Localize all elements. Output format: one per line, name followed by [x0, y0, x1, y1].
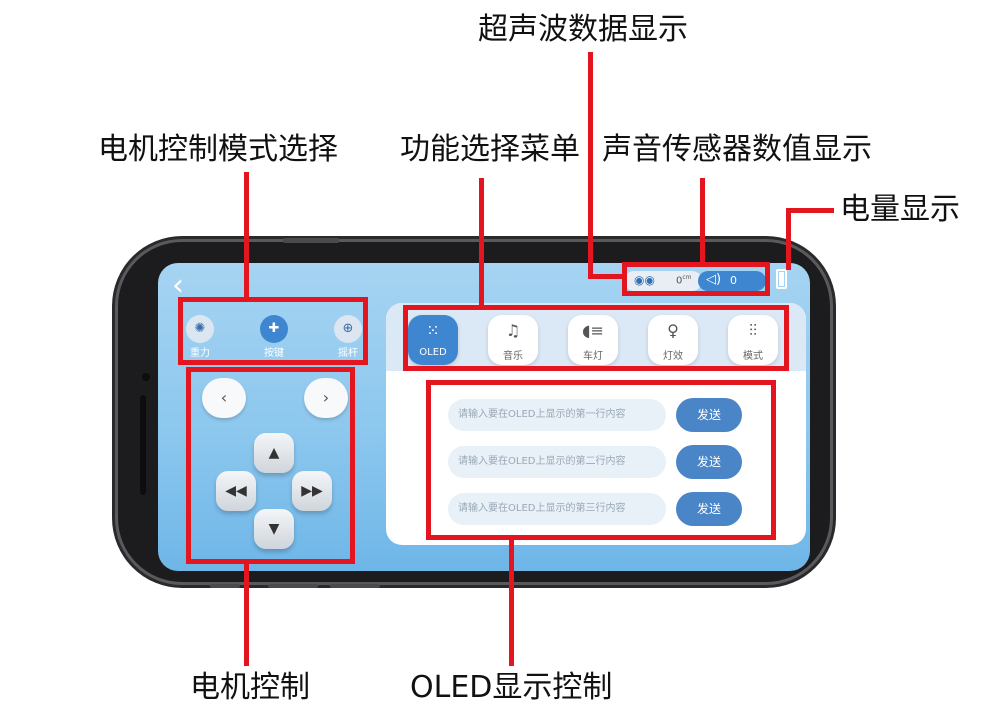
music-note-icon: ♫ — [505, 321, 521, 340]
function-label: 模式 — [743, 351, 763, 362]
phone-side-button — [268, 584, 318, 588]
battery-line-h — [786, 208, 834, 213]
fast-forward-icon: ▶▶ — [301, 483, 323, 499]
annotation-motor-mode: 电机控制模式选择 — [98, 132, 338, 167]
function-headlight[interactable]: ◖≡ 车灯 — [568, 315, 618, 365]
back-button[interactable]: ‹ — [172, 268, 184, 303]
function-mode[interactable]: ⫶⫶ 模式 — [728, 315, 778, 365]
chevron-right-icon: › — [322, 388, 330, 407]
oled-control-highlight — [426, 380, 776, 540]
gamepad-dpad-icon: ✚ — [260, 315, 288, 343]
notch — [140, 395, 146, 495]
function-label: 灯效 — [663, 351, 683, 362]
sensor-highlight — [622, 262, 770, 296]
function-label: 车灯 — [583, 351, 603, 362]
arrow-up-icon: ▲ — [268, 445, 280, 461]
front-camera — [142, 373, 150, 381]
turn-left-button[interactable]: ‹ — [202, 378, 246, 418]
ultrasonic-value: 0 — [676, 275, 683, 287]
mode-label: 按键 — [264, 348, 284, 359]
ultrasonic-display: ◉◉ 0cm — [624, 271, 702, 291]
phone-side-button — [283, 238, 339, 243]
motor-control-highlight — [186, 367, 355, 564]
arrow-down-icon: ▼ — [268, 521, 280, 537]
oled-line — [509, 538, 514, 666]
backward-button[interactable]: ▼ — [254, 509, 294, 549]
app-screen: ‹ ◉◉ 0cm ◁) 0 ✺ 重力 ✚ 按键 ⊕ 摇杆 ‹ › ▲ ◀◀ ▶▶ — [158, 263, 810, 571]
bulb-icon: ♀ — [667, 321, 679, 340]
phone-side-button — [330, 584, 380, 588]
function-music[interactable]: ♫ 音乐 — [488, 315, 538, 365]
annotation-ultrasonic: 超声波数据显示 — [478, 12, 688, 47]
mode-label: 重力 — [190, 348, 210, 359]
oled-line2-input[interactable] — [448, 446, 666, 478]
function-oled[interactable]: ⁙ OLED — [408, 315, 458, 365]
speaker-icon: ◁) — [706, 272, 722, 287]
grid-dots-icon: ⁙ — [426, 321, 440, 340]
motor-mode-highlight — [178, 297, 368, 365]
oled-line1-input[interactable] — [448, 399, 666, 431]
rewind-icon: ◀◀ — [225, 483, 247, 499]
mode-gravity[interactable]: ✺ 重力 — [186, 315, 220, 359]
sound-line — [700, 178, 705, 266]
battery-icon — [776, 269, 787, 289]
send-line1-button[interactable]: 发送 — [676, 398, 742, 432]
annotation-oled-control: OLED显示控制 — [410, 670, 613, 705]
forward-button[interactable]: ▲ — [254, 433, 294, 473]
ultrasonic-unit: cm — [682, 274, 692, 281]
annotation-motor-control: 电机控制 — [190, 670, 310, 705]
send-line2-button[interactable]: 发送 — [676, 445, 742, 479]
chevron-left-icon: ‹ — [220, 388, 228, 407]
mode-label: 摇杆 — [338, 348, 358, 359]
sound-value: 0 — [730, 274, 737, 287]
ultrasonic-line-h — [588, 274, 626, 279]
function-menu-highlight — [403, 305, 789, 371]
function-menu-line — [479, 178, 484, 308]
function-light-effect[interactable]: ♀ 灯效 — [648, 315, 698, 365]
function-label: 音乐 — [503, 351, 523, 362]
phone-side-button — [210, 584, 240, 588]
turn-right-button[interactable]: › — [304, 378, 348, 418]
annotation-battery: 电量显示 — [840, 192, 960, 227]
sliders-icon: ⫶⫶ — [748, 321, 757, 340]
ultrasonic-sensor-icon: ◉◉ — [634, 273, 655, 287]
annotation-sound-sensor: 声音传感器数值显示 — [602, 132, 872, 167]
right-button[interactable]: ▶▶ — [292, 471, 332, 511]
mode-button[interactable]: ✚ 按键 — [260, 315, 294, 359]
joystick-icon: ⊕ — [334, 315, 362, 343]
function-label: OLED — [419, 347, 447, 358]
send-line3-button[interactable]: 发送 — [676, 492, 742, 526]
motor-mode-line — [244, 172, 249, 300]
battery-level — [779, 272, 784, 286]
battery-line — [786, 208, 791, 270]
sound-sensor-display: ◁) 0 — [698, 271, 766, 291]
left-button[interactable]: ◀◀ — [216, 471, 256, 511]
annotation-function-menu: 功能选择菜单 — [400, 132, 580, 167]
mode-joystick[interactable]: ⊕ 摇杆 — [334, 315, 368, 359]
oled-line3-input[interactable] — [448, 493, 666, 525]
gravity-icon: ✺ — [186, 315, 214, 343]
ultrasonic-line — [588, 52, 593, 278]
motor-control-line — [244, 562, 249, 666]
headlight-icon: ◖≡ — [582, 321, 604, 340]
